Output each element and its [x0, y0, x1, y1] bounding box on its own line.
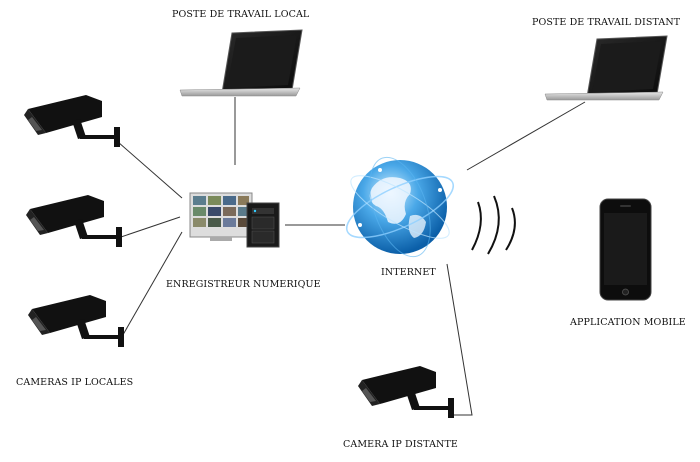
label-recorder: ENREGISTREUR NUMERIQUE [166, 279, 321, 290]
label-mobile-app: APPLICATION MOBILE [570, 317, 686, 328]
internet-globe-icon [346, 156, 454, 258]
remote-camera-icon [358, 366, 454, 418]
local-laptop-icon [179, 29, 303, 97]
smartphone-icon [599, 198, 652, 301]
link-internet-remote-camera [446, 263, 473, 416]
label-local-workstation: POSTE DE TRAVAIL LOCAL [172, 9, 310, 20]
wireless-signal-icon [471, 195, 516, 255]
link-camera1-recorder [117, 141, 183, 199]
recorder-nvr-icon [189, 192, 280, 248]
link-camera3-recorder [119, 231, 183, 341]
label-internet: INTERNET [381, 267, 436, 278]
link-internet-remote-laptop [466, 101, 586, 171]
label-remote-workstation: POSTE DE TRAVAIL DISTANT [532, 17, 681, 28]
link-camera2-recorder [117, 216, 181, 239]
local-camera-1-icon [24, 95, 120, 147]
label-remote-camera: CAMERA IP DISTANTE [343, 439, 458, 450]
connection-lines [117, 97, 586, 416]
local-camera-3-icon [28, 295, 124, 347]
label-local-cameras: CAMERAS IP LOCALES [16, 377, 134, 388]
remote-laptop-icon [544, 35, 668, 101]
local-camera-2-icon [26, 195, 122, 247]
